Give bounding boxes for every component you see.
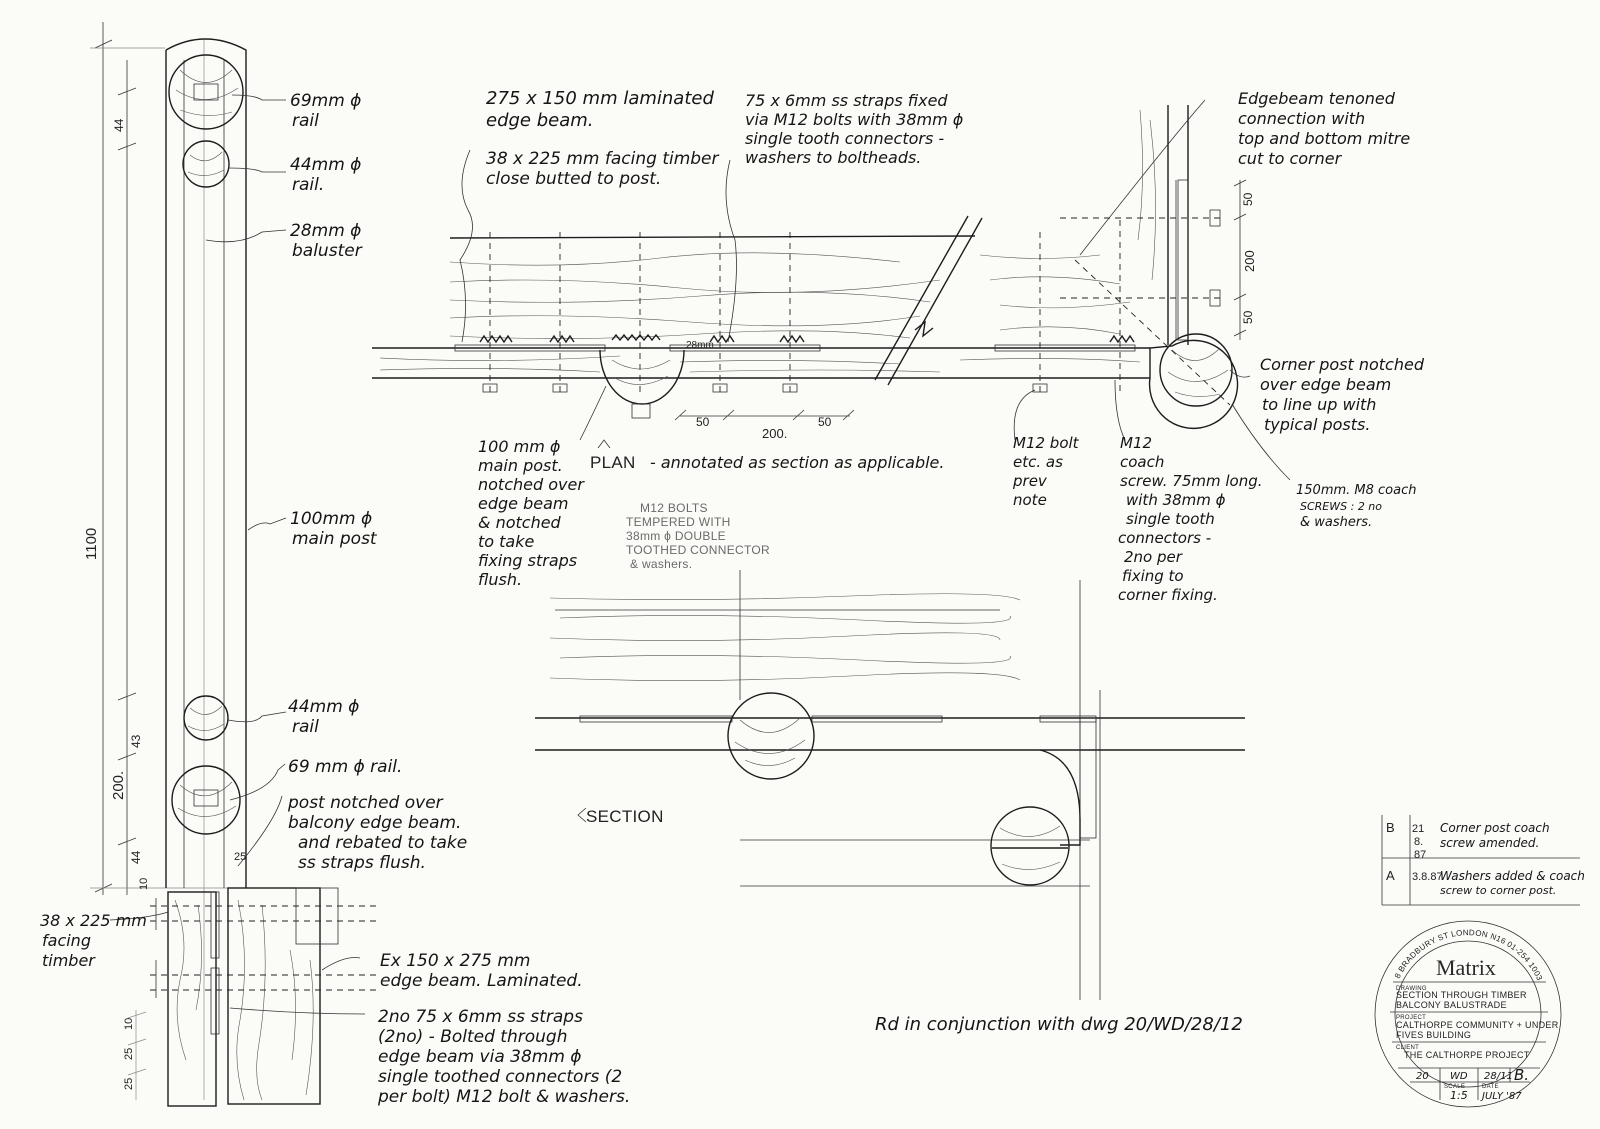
- reference-note: Rd in conjunction with dwg 20/WD/28/12: [875, 1014, 1243, 1035]
- dim-50-c: 50: [1241, 192, 1255, 206]
- label-bolt-plan: M12 bolt etc. as prev note: [1012, 434, 1083, 509]
- plan-subtitle: - annotated as section as applicable.: [650, 453, 944, 472]
- title-client-label: CLIENT: [1396, 1045, 1419, 1051]
- dim-10-b: 10: [123, 1018, 135, 1030]
- title-drawing-label: DRAWING: [1396, 986, 1427, 992]
- label-m8: 150mm. M8 coach SCREWS : 2 no & washers.: [1296, 483, 1421, 530]
- label-edge-beam: Ex 150 x 275 mm edge beam. Laminated.: [380, 951, 583, 991]
- title-client: THE CALTHORPE PROJECT: [1404, 1050, 1530, 1060]
- label-corner-post: Corner post notched over edge beam to li…: [1260, 355, 1429, 434]
- plan-title-mark: [597, 439, 611, 449]
- revision-a-date: 3.8.87: [1412, 871, 1443, 883]
- title-number-series: 20: [1416, 1071, 1429, 1082]
- dim-50-a: 50: [696, 415, 710, 429]
- title-number-sheet: 28/11: [1484, 1071, 1513, 1082]
- dim-50-d: 50: [1241, 310, 1255, 324]
- label-m12-bolts: M12 BOLTS TEMPERED WITH 38mm ϕ DOUBLE TO…: [626, 501, 774, 571]
- dim-25-c: 25: [234, 851, 246, 863]
- dim-50-b: 50: [818, 415, 832, 429]
- dim-1100: 1100: [83, 528, 100, 560]
- dim-200: 200.: [110, 771, 127, 800]
- dim-28mm: 28mm: [686, 340, 714, 351]
- label-straps-plan: 75 x 6mm ss straps fixed via M12 bolts w…: [745, 91, 968, 167]
- revision-a-code: A: [1386, 868, 1395, 883]
- title-scale-label: SCALE: [1444, 1084, 1465, 1090]
- title-block: 8 BRADBURY ST LONDON N16 01-254 1003 Mat…: [1374, 920, 1562, 1108]
- dim-44-top: 44: [112, 118, 126, 132]
- title-date: JULY '87: [1480, 1091, 1522, 1102]
- title-date-label: DATE: [1482, 1084, 1499, 1090]
- dim-10-a: 10: [138, 878, 150, 890]
- label-coach: M12 coach screw. 75mm long. with 38mm ϕ …: [1118, 434, 1267, 604]
- plan-bolts: [479, 220, 1135, 393]
- dim-200-plan: 200.: [762, 426, 787, 441]
- label-facing-timber: 38 x 225 mm facing timber: [40, 911, 152, 970]
- dim-43: 43: [129, 734, 143, 748]
- title-number-type: WD: [1450, 1071, 1468, 1082]
- dim-25-b: 25: [123, 1078, 135, 1090]
- title-firm: Matrix: [1436, 955, 1496, 980]
- section-title: SECTION: [586, 807, 664, 826]
- title-scale: 1:5: [1450, 1089, 1468, 1102]
- label-post-note: post notched over balcony edge beam. and…: [287, 793, 473, 873]
- label-straps: 2no 75 x 6mm ss straps (2no) - Bolted th…: [377, 1007, 630, 1107]
- elevation-view: [90, 22, 380, 1107]
- dim-25-a: 25: [123, 1048, 135, 1060]
- section-view: [535, 570, 1245, 1000]
- dim-44-low: 44: [129, 850, 143, 864]
- label-tenon: Edgebeam tenoned connection with top and…: [1238, 89, 1415, 168]
- dim-200-side: 200: [1242, 250, 1257, 272]
- label-rail-bottom: 69 mm ϕ rail.: [288, 757, 402, 777]
- title-project-label: PROJECT: [1396, 1015, 1426, 1021]
- label-main-post-plan: 100 mm ϕ main post. notched over edge be…: [478, 437, 589, 589]
- plan-title: PLAN: [590, 453, 636, 472]
- revision-b-code: B: [1386, 820, 1395, 835]
- plan-view: [372, 99, 1291, 481]
- title-revision: B.: [1514, 1066, 1529, 1084]
- revision-table: [1381, 815, 1580, 906]
- section-title-mark: [577, 807, 587, 823]
